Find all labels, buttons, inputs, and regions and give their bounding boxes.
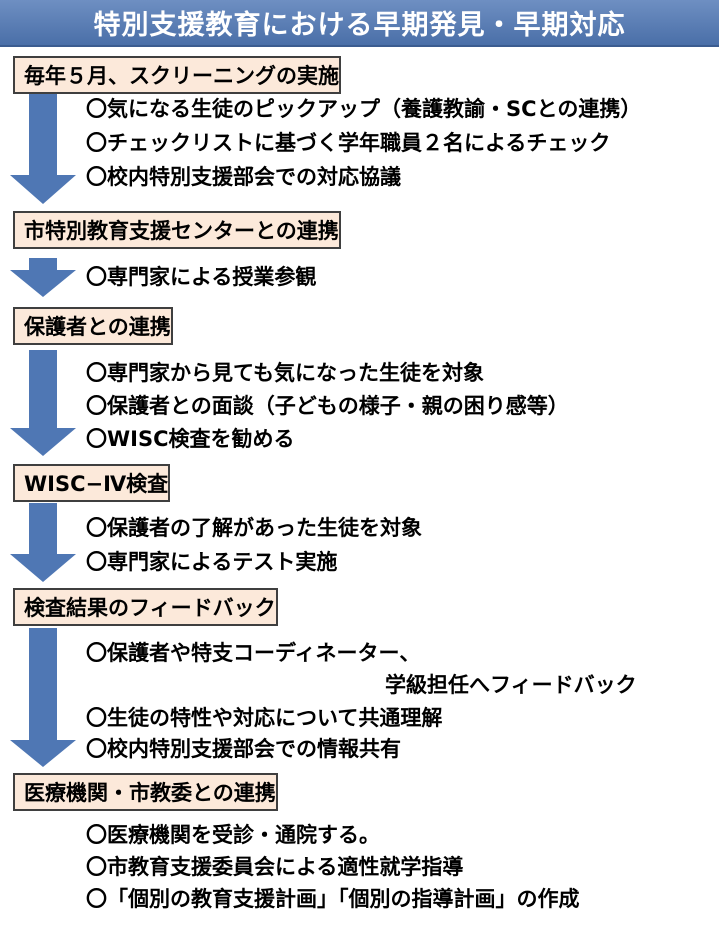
step-item: 〇チェックリストに基づく学年職員２名によるチェック [86,131,611,155]
step-item: 〇WISC検査を勧める [86,427,295,451]
step-item: 〇専門家によるテスト実施 [86,550,338,574]
flow-arrow-1 [10,92,76,204]
step-box-wisc-test: WISC−Ⅳ検査 [13,464,171,502]
page-title: 特別支援教育における早期発見・早期対応 [93,10,626,41]
flow-arrow-4 [10,503,76,582]
step-box-screening: 毎年５月、スクリーニングの実施 [13,56,341,94]
step-item: 〇市教育支援委員会による適性就学指導 [86,855,464,879]
step-item: 〇気になる生徒のピックアップ（養護教諭・SCとの連携） [86,97,642,121]
step-item: 〇専門家による授業参観 [86,265,317,289]
step-item: 〇校内特別支援部会での情報共有 [86,737,401,761]
title-bar: 特別支援教育における早期発見・早期対応 [0,0,719,47]
step-box-support-center: 市特別教育支援センターとの連携 [13,211,341,249]
flow-arrow-3 [10,350,76,456]
step-item: 〇専門家から見ても気になった生徒を対象 [86,361,484,385]
step-item: 〇校内特別支援部会での対応協議 [86,165,401,189]
step-box-medical-board: 医療機関・市教委との連携 [13,773,278,811]
step-box-feedback: 検査結果のフィードバック [13,588,278,626]
step-item: 〇「個別の教育支援計画」「個別の指導計画」の作成 [86,887,580,911]
flow-arrow-5 [10,628,76,767]
step-item: 〇医療機関を受診・通院する。 [86,823,380,847]
step-item: 〇保護者の了解があった生徒を対象 [86,516,422,540]
flow-arrow-2 [10,258,76,297]
step-item: 〇生徒の特性や対応について共通理解 [86,706,443,730]
step-item: 〇保護者との面談（子どもの様子・親の困り感等） [86,394,569,418]
step-item: 〇保護者や特支コーディネーター、 [86,641,421,665]
step-box-guardians: 保護者との連携 [13,307,173,345]
step-item: 学級担任へフィードバック [385,673,637,697]
